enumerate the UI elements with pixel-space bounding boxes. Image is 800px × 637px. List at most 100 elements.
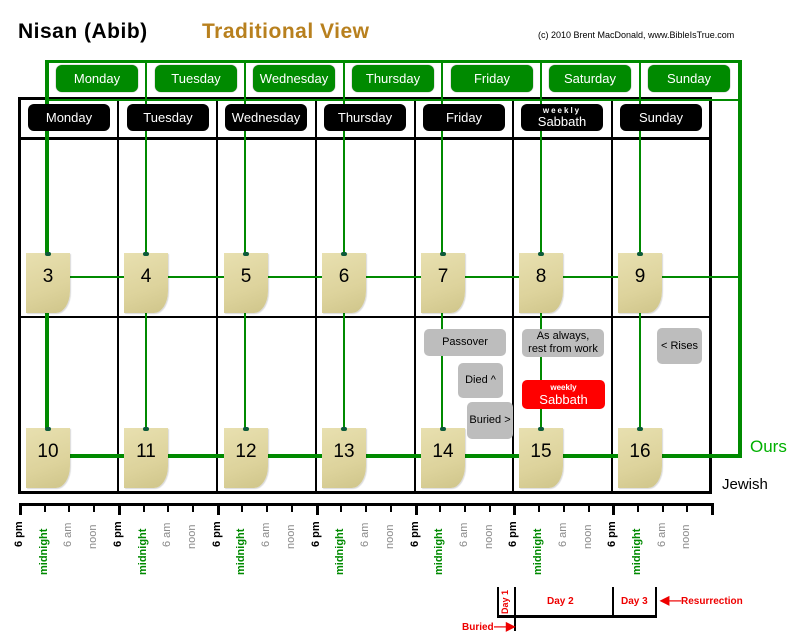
tick-label-6pm: 6 pm	[310, 521, 322, 547]
our-day-saturday: Saturday	[549, 65, 631, 92]
event-buried: Buried >	[467, 402, 513, 439]
date-note: 13	[322, 427, 366, 488]
tick-label-midnight: midnight	[631, 528, 643, 575]
time-tick	[390, 503, 392, 512]
tick-label-noon: noon	[384, 524, 396, 549]
tick-label-midnight: midnight	[334, 528, 346, 575]
jewish-col-divider	[512, 97, 514, 494]
date-number: 3	[42, 266, 54, 287]
time-tick	[19, 503, 22, 515]
jewish-header-divider	[18, 137, 712, 140]
date-number: 14	[432, 441, 454, 462]
date-note: 7	[421, 252, 465, 313]
date-note: 4	[124, 252, 168, 313]
tick-label-noon: noon	[186, 524, 198, 549]
pin-icon	[637, 427, 643, 431]
pin-icon	[637, 252, 643, 256]
time-tick	[143, 503, 145, 512]
time-tick	[93, 503, 95, 512]
date-note: 11	[124, 427, 168, 488]
date-number: 5	[240, 266, 252, 287]
tick-label-6pm: 6 pm	[507, 521, 519, 547]
pin-icon	[538, 252, 544, 256]
tick-label-6am: 6 am	[161, 522, 173, 547]
tick-label-midnight: midnight	[137, 528, 149, 575]
date-number: 8	[535, 266, 547, 287]
time-tick	[241, 503, 243, 512]
our-week2-line	[45, 454, 695, 458]
time-tick	[291, 503, 293, 512]
time-tick	[686, 503, 688, 512]
time-tick	[68, 503, 70, 512]
span-day2-label: Day 2	[547, 596, 574, 607]
time-tick	[513, 503, 516, 515]
jewish-week-divider	[18, 316, 712, 318]
tick-label-noon: noon	[483, 524, 495, 549]
date-number: 11	[136, 441, 156, 462]
pin-icon	[341, 252, 347, 256]
tick-label-6am: 6 am	[260, 522, 272, 547]
time-tick	[44, 503, 46, 512]
date-number: 10	[37, 441, 59, 462]
tick-label-6am: 6 am	[62, 522, 74, 547]
tick-label-6pm: 6 pm	[13, 521, 25, 547]
jewish-day-monday: Monday	[28, 104, 110, 131]
our-day-thursday: Thursday	[352, 65, 434, 92]
jewish-day-friday: Friday	[423, 104, 505, 131]
rest-line-2: rest from work	[528, 343, 598, 355]
tick-label-6am: 6 am	[458, 522, 470, 547]
pin-icon	[538, 427, 544, 431]
our-day-monday: Monday	[56, 65, 138, 92]
pin-icon	[45, 427, 51, 431]
pin-icon	[143, 252, 149, 256]
date-number: 12	[235, 441, 257, 462]
our-grid-top	[45, 60, 742, 63]
time-tick	[489, 503, 491, 512]
date-note: 5	[224, 252, 268, 313]
tick-label-6am: 6 am	[359, 522, 371, 547]
time-tick	[118, 503, 121, 515]
our-day-friday: Friday	[451, 65, 533, 92]
time-tick	[538, 503, 540, 512]
our-week1-line	[45, 276, 740, 278]
weekly-sabbath-label: Sabbath	[539, 392, 588, 407]
tick-label-6pm: 6 pm	[112, 521, 124, 547]
time-tick	[316, 503, 319, 515]
pin-icon	[341, 427, 347, 431]
span-buried-label: Buried	[462, 622, 494, 633]
time-tick	[612, 503, 615, 515]
resurrection-arrow-icon: ◀—	[660, 593, 682, 607]
span-day3-label: Day 3	[621, 596, 648, 607]
date-note: 10	[26, 427, 70, 488]
time-tick	[365, 503, 367, 512]
date-number: 4	[140, 266, 152, 287]
jewish-grid-border	[18, 97, 712, 494]
date-note: 12	[224, 427, 268, 488]
copyright-notice: (c) 2010 Brent MacDonald, www.BibleIsTru…	[538, 30, 735, 40]
time-tick	[192, 503, 194, 512]
span-base-line	[497, 615, 657, 618]
span-day3-bar	[612, 587, 614, 617]
pin-icon	[243, 252, 249, 256]
span-buried-bar	[514, 587, 516, 631]
our-grid-bottom-right	[690, 454, 742, 458]
time-tick	[439, 503, 441, 512]
date-number: 13	[333, 441, 355, 462]
jewish-day-thursday: Thursday	[324, 104, 406, 131]
our-day-tuesday: Tuesday	[155, 65, 237, 92]
date-note: 3	[26, 252, 70, 313]
jewish-col-divider	[216, 97, 218, 494]
pin-icon	[440, 252, 446, 256]
date-note: 15	[519, 427, 563, 488]
legend-ours: Ours	[750, 437, 787, 456]
tick-label-midnight: midnight	[38, 528, 50, 575]
time-tick	[415, 503, 418, 515]
tick-label-6pm: 6 pm	[606, 521, 618, 547]
time-tick	[563, 503, 565, 512]
date-note: 14	[421, 427, 465, 488]
buried-arrow-icon: —▶	[494, 619, 516, 633]
tick-label-6pm: 6 pm	[211, 521, 223, 547]
time-tick	[588, 503, 590, 512]
legend-jewish: Jewish	[722, 476, 768, 493]
span-day1-label: Day 1	[500, 589, 510, 614]
